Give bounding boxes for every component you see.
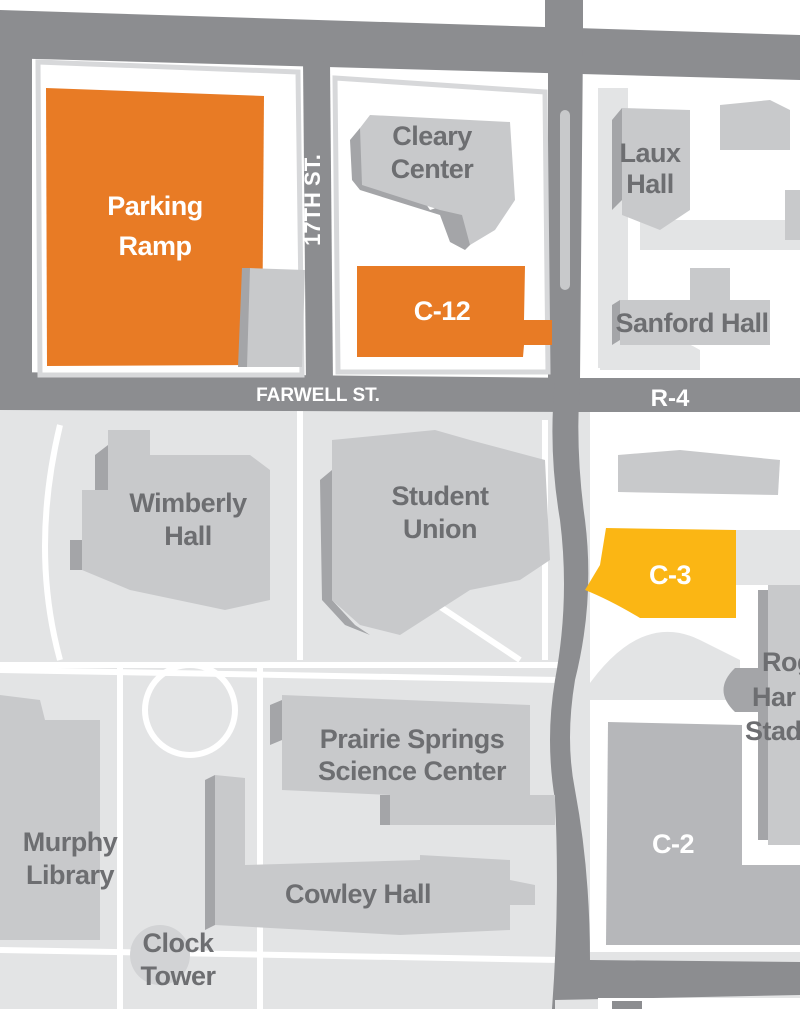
c3-label: C-3 [649, 560, 691, 590]
parking-lot-c2[interactable]: C-2 [606, 722, 800, 945]
seventeenth-st-road [303, 60, 333, 385]
parking-ramp-label: Parking [107, 191, 203, 221]
north-connector [545, 0, 583, 40]
wimberly-label-1: Wimberly [129, 488, 247, 518]
wimberly-label-2: Hall [164, 521, 212, 551]
road-label-r4: R-4 [651, 385, 690, 412]
parking-ramp-lot[interactable]: Parking Ramp [46, 88, 264, 366]
murphy-label-1: Murphy [23, 827, 118, 857]
murphy-label-2: Library [26, 860, 115, 890]
c2-label: C-2 [652, 829, 694, 859]
cleary-label-1: Cleary [392, 121, 472, 151]
building-student-union[interactable]: Student Union [320, 430, 550, 635]
laux-label-1: Laux [619, 138, 681, 168]
landmark-clock-tower[interactable]: Clock Tower [130, 925, 217, 991]
union-label-1: Student [392, 481, 489, 511]
cleary-label-2: Center [391, 154, 475, 184]
union-label-2: Union [403, 514, 477, 544]
c12-label: C-12 [414, 296, 471, 326]
building-cleary-center[interactable]: Cleary Center [350, 115, 515, 250]
building-east-r4 [618, 450, 780, 495]
walkways [0, 410, 561, 1009]
main-north-south-road [548, 40, 800, 1009]
r4-road [578, 378, 800, 412]
parking-ramp-label-2: Ramp [118, 231, 191, 261]
building-roger-harring-stadium[interactable]: Rog Har Stad [723, 585, 800, 845]
building-murphy-library[interactable]: Murphy Library [0, 695, 118, 940]
laux-label-2: Hall [626, 169, 674, 199]
street-label-farwell: FARWELL ST. [256, 385, 380, 406]
stadium-label-1: Rog [762, 647, 800, 677]
building-prairie-springs-science-center[interactable]: Prairie Springs Science Center [270, 695, 555, 825]
west-road [0, 40, 32, 400]
clock-label-1: Clock [142, 928, 215, 958]
prairie-label-1: Prairie Springs [320, 724, 505, 754]
building-cowley-hall[interactable]: Cowley Hall [205, 775, 535, 935]
stadium-label-3: Stad [745, 716, 800, 746]
parking-lot-c12[interactable]: C-12 [357, 266, 552, 357]
building-laux-hall[interactable]: Laux Hall [612, 100, 800, 240]
south-block [598, 998, 800, 1009]
building-wimberly-hall[interactable]: Wimberly Hall [70, 430, 270, 610]
clock-label-2: Tower [140, 961, 216, 991]
parking-lot-c3[interactable]: C-3 [585, 528, 736, 618]
prairie-label-2: Science Center [318, 756, 507, 786]
building-sanford-hall[interactable]: Sanford Hall [612, 268, 770, 345]
north-road [0, 10, 800, 80]
cowley-label: Cowley Hall [285, 879, 431, 909]
street-label-17th: 17TH ST. [300, 154, 325, 246]
ramp-building [238, 268, 305, 367]
stadium-label-2: Har [752, 682, 797, 712]
sanford-label: Sanford Hall [615, 308, 768, 338]
farwell-st-road [0, 372, 580, 412]
